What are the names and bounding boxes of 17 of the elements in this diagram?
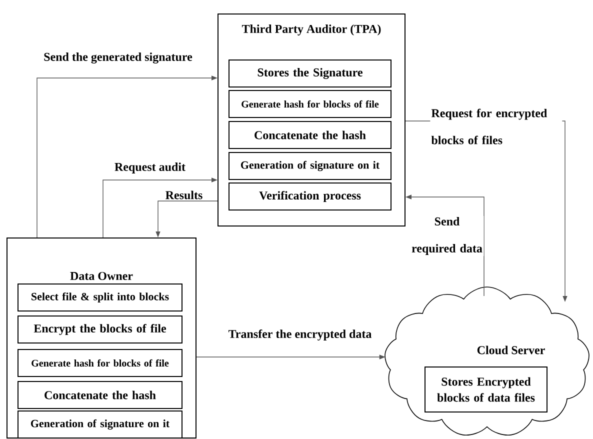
step-box: Stores Encrypted blocks of data files	[424, 366, 548, 412]
edge-label: Results	[164, 190, 204, 200]
edge-label: Request for encrypted blocks of files	[430, 108, 562, 146]
step-box: Select file & split into blocks	[18, 284, 182, 312]
step-box: Generate hash for blocks of file	[18, 349, 182, 377]
step-box: Generation of signature on it	[18, 410, 182, 438]
step-box: Verification process	[228, 182, 392, 210]
step-box: Encrypt the blocks of file	[18, 316, 182, 344]
edge-label: Send the generated signature	[42, 52, 194, 64]
edge-label: Send required data	[410, 216, 484, 256]
step-box: Stores the Signature	[228, 60, 392, 88]
edge-label: Request audit	[114, 162, 186, 174]
step-box: Generation of signature on it	[228, 152, 392, 180]
step-box: Concatenate the hash	[18, 381, 182, 409]
step-box: Generate hash for blocks of file	[228, 90, 392, 118]
step-box: Concatenate the hash	[228, 121, 392, 149]
edge-label: Transfer the encrypted data	[227, 328, 373, 342]
